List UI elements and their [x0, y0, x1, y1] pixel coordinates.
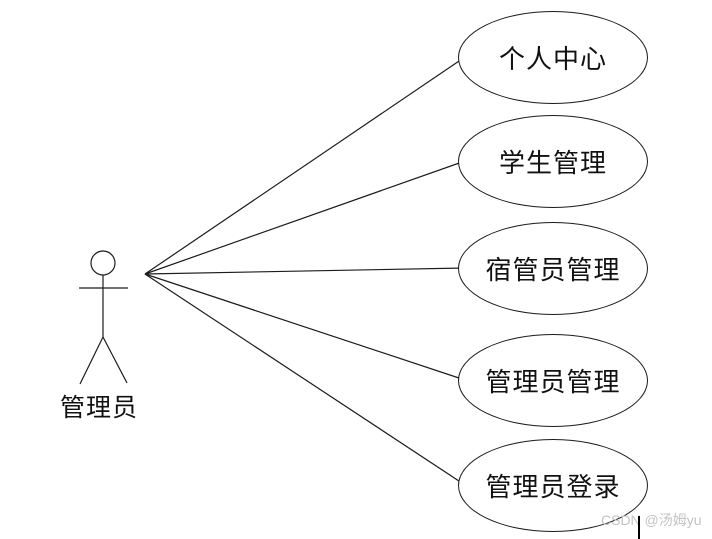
association-line-student-mgmt — [144, 160, 466, 275]
usecase-ellipse-admin-login: 管理员登录 — [458, 439, 648, 532]
association-line-personal-center — [144, 56, 466, 275]
actor-stick-figure-icon — [79, 250, 128, 385]
watermark-text: CSDN @汤姆yu — [601, 512, 702, 528]
usecase-label-student-mgmt: 学生管理 — [498, 148, 607, 178]
actor-left-leg-icon — [79, 336, 104, 385]
association-line-dorm-staff-mgmt — [144, 267, 466, 275]
usecase-ellipse-dorm-staff-mgmt: 宿管员管理 — [458, 222, 648, 315]
usecase-label-personal-center: 个人中心 — [498, 44, 607, 74]
association-line-admin-login — [144, 273, 466, 486]
actor-head-icon — [90, 250, 116, 276]
usecase-label-admin-mgmt: 管理员管理 — [485, 367, 621, 397]
usecase-ellipse-student-mgmt: 学生管理 — [458, 115, 648, 208]
usecase-label-dorm-staff-mgmt: 宿管员管理 — [485, 255, 621, 285]
usecase-label-admin-login: 管理员登录 — [485, 472, 621, 502]
association-line-admin-mgmt — [144, 273, 466, 381]
text-cursor — [638, 516, 640, 539]
usecase-ellipse-admin-mgmt: 管理员管理 — [458, 334, 648, 427]
actor-label: 管理员 — [59, 394, 138, 422]
usecase-ellipse-personal-center: 个人中心 — [458, 11, 648, 104]
actor-right-leg-icon — [102, 336, 128, 384]
